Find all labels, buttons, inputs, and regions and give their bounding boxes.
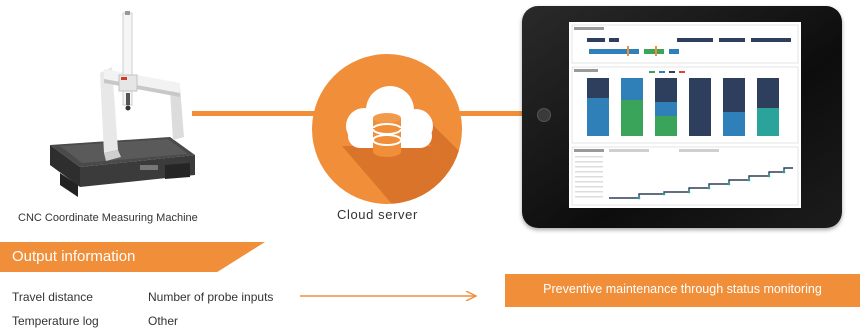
tablet-home-button <box>537 108 551 122</box>
database-icon <box>372 113 402 157</box>
cloud-server-icon <box>312 54 462 204</box>
cmm-caption: CNC Coordinate Measuring Machine <box>18 212 198 224</box>
output-information-banner <box>0 242 265 272</box>
right-arrow-icon <box>300 288 480 302</box>
tablet-dashboard-screen <box>569 22 801 208</box>
cloud-server-caption: Cloud server <box>337 207 418 222</box>
cloud-to-tablet-line <box>460 111 526 116</box>
output-item-travel-distance: Travel distance <box>12 290 93 304</box>
preventive-maintenance-label: Preventive maintenance through status mo… <box>543 282 822 296</box>
output-information-title: Output information <box>12 248 136 265</box>
output-item-temperature-log: Temperature log <box>12 314 99 328</box>
output-item-probe-inputs: Number of probe inputs <box>148 290 274 304</box>
machine-to-cloud-line <box>192 111 317 116</box>
preventive-maintenance-box <box>505 274 860 307</box>
output-item-other: Other <box>148 314 179 328</box>
cmm-machine-image <box>20 5 210 205</box>
